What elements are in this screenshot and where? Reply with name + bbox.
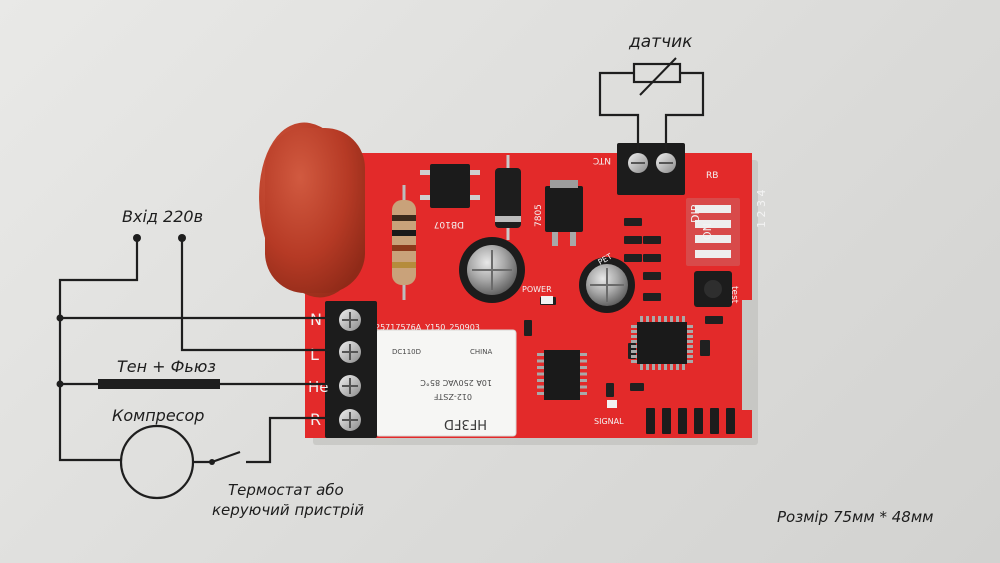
header-pin bbox=[710, 408, 719, 434]
voltage-regulator: 7805 bbox=[534, 180, 583, 246]
driver-chip bbox=[537, 350, 587, 400]
header-pin bbox=[678, 408, 687, 434]
ntc-label: NTC bbox=[593, 155, 611, 165]
test-button: test bbox=[694, 271, 739, 307]
terminal-label-n: N bbox=[310, 310, 322, 329]
terminal-label-r: R bbox=[310, 410, 321, 429]
wiring-diagram bbox=[56, 57, 705, 500]
microcontroller bbox=[631, 316, 693, 370]
power-label: POWER bbox=[522, 285, 552, 294]
serial-label: 25717576A_Y150_250903 bbox=[375, 323, 480, 332]
signal-led bbox=[607, 400, 617, 408]
thermostat-label-1: Термостат або bbox=[228, 481, 344, 499]
bridge-rectifier: DB107 bbox=[420, 164, 480, 229]
relay-model: 012-ZSTF bbox=[433, 392, 472, 401]
dip-numbers: 1 2 3 4 bbox=[755, 190, 768, 228]
reg-label: 7805 bbox=[534, 204, 544, 227]
signal-label: SIGNAL bbox=[594, 417, 624, 426]
relay-rating: 10A 250VAC 85°C bbox=[420, 378, 492, 387]
diode bbox=[495, 155, 521, 240]
db107-label: DB107 bbox=[434, 219, 464, 229]
header-pin bbox=[646, 408, 655, 434]
header-pins bbox=[646, 408, 735, 434]
input-label: Вхід 220в bbox=[122, 207, 203, 226]
dip-on-label: ON bbox=[701, 223, 714, 240]
dip-switch: RB 1 2 3 4 ON DIP bbox=[686, 171, 768, 266]
compressor-label: Компресор bbox=[112, 406, 204, 425]
main-terminal-block bbox=[325, 301, 377, 438]
terminal-label-l: L bbox=[310, 345, 319, 364]
electrolytic-capacitor-1 bbox=[459, 237, 525, 303]
dip-label: DIP bbox=[689, 204, 702, 223]
relay-china: CHINA bbox=[470, 348, 492, 356]
header-pin bbox=[662, 408, 671, 434]
resistor bbox=[392, 185, 416, 300]
relay-brand: HF3FD bbox=[444, 416, 487, 431]
compressor-symbol bbox=[119, 424, 195, 500]
electrolytic-capacitor-2: PET bbox=[579, 252, 635, 313]
ntc-terminal-block: NTC bbox=[593, 143, 685, 195]
header-pin bbox=[726, 408, 735, 434]
thermistor-symbol bbox=[632, 62, 682, 84]
terminal-label-he: He bbox=[308, 378, 329, 396]
sensor-label: датчик bbox=[628, 32, 693, 52]
rb-label: RB bbox=[706, 171, 718, 181]
test-label: test bbox=[729, 286, 739, 304]
heater-symbol bbox=[98, 379, 220, 389]
film-capacitor bbox=[259, 122, 365, 298]
power-led bbox=[541, 296, 553, 304]
relay-dc: DC110D bbox=[392, 348, 421, 356]
relay: DC110D CHINA 10A 250VAC 85°C 012-ZSTF HF… bbox=[375, 329, 517, 437]
thermostat-label-2: керуючий пристрій bbox=[212, 501, 364, 519]
size-label: Розмір 75мм * 48мм bbox=[777, 508, 933, 526]
header-pin bbox=[694, 408, 703, 434]
heater-label: Тен + Фьюз bbox=[117, 357, 216, 376]
